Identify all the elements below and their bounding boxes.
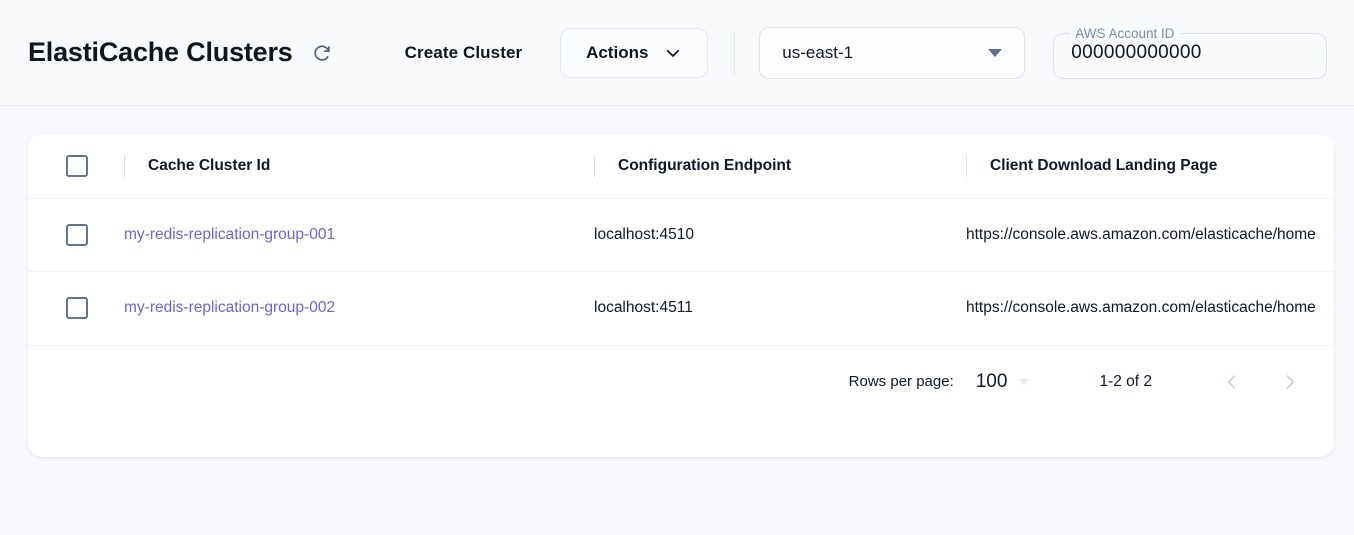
- actions-button[interactable]: Actions: [560, 27, 709, 78]
- cell-landing-page: https://console.aws.amazon.com/elasticac…: [966, 199, 1334, 272]
- table-header-row: Cache Cluster Id Configuration Endpoint …: [28, 134, 1334, 199]
- caret-down-icon: [1019, 378, 1030, 385]
- aws-account-id-input[interactable]: [1053, 26, 1328, 79]
- aws-account-id-field[interactable]: AWS Account ID: [1053, 26, 1328, 79]
- cluster-table-body: my-redis-replication-group-001 localhost…: [28, 198, 1334, 345]
- rows-per-page-select[interactable]: 100: [976, 371, 1030, 393]
- refresh-icon[interactable]: [307, 38, 337, 68]
- refresh-icon-glyph: [313, 44, 330, 61]
- caret-down-icon: [988, 48, 1003, 57]
- previous-page-button[interactable]: [1212, 362, 1252, 402]
- column-header-label: Client Download Landing Page: [990, 157, 1218, 174]
- row-checkbox[interactable]: [66, 297, 88, 320]
- cell-cluster-id: my-redis-replication-group-001: [124, 199, 594, 272]
- column-separator: [124, 155, 125, 177]
- row-select-cell: [28, 199, 124, 272]
- table-row: my-redis-replication-group-001 localhost…: [28, 198, 1334, 272]
- landing-page-value: https://console.aws.amazon.com/elasticac…: [966, 226, 1316, 243]
- configuration-endpoint-value: localhost:4510: [594, 226, 694, 243]
- column-header-cache-cluster-id[interactable]: Cache Cluster Id: [124, 134, 594, 199]
- column-header-configuration-endpoint[interactable]: Configuration Endpoint: [594, 134, 966, 199]
- rows-per-page-label: Rows per page:: [848, 373, 954, 390]
- cell-cluster-id: my-redis-replication-group-002: [124, 272, 594, 345]
- column-header-label: Cache Cluster Id: [148, 157, 271, 174]
- row-select-cell: [28, 272, 124, 345]
- column-separator: [594, 155, 595, 177]
- select-all-checkbox[interactable]: [66, 155, 88, 177]
- landing-page-value: https://console.aws.amazon.com/elasticac…: [966, 299, 1316, 317]
- region-select[interactable]: us-east-1: [759, 26, 1026, 79]
- table-pagination: Rows per page: 100 1-2 of 2: [28, 344, 1334, 418]
- cluster-table-card: Cache Cluster Id Configuration Endpoint …: [28, 134, 1334, 457]
- rows-per-page-value: 100: [975, 370, 1008, 392]
- next-page-button[interactable]: [1270, 362, 1310, 402]
- create-cluster-button[interactable]: Create Cluster: [401, 35, 527, 71]
- column-separator: [966, 155, 967, 177]
- configuration-endpoint-value: localhost:4511: [594, 299, 693, 317]
- column-header-client-download-landing-page[interactable]: Client Download Landing Page: [966, 134, 1334, 199]
- column-header-label: Configuration Endpoint: [618, 157, 792, 174]
- chevron-left-icon: [1227, 374, 1236, 389]
- row-checkbox[interactable]: [66, 224, 88, 246]
- pagination-range-label: 1-2 of 2: [1099, 372, 1152, 390]
- page-title: ElastiCache Clusters: [28, 37, 293, 67]
- app-header: ElastiCache Clusters Create Cluster Acti…: [0, 0, 1354, 106]
- cluster-table: Cache Cluster Id Configuration Endpoint …: [28, 134, 1334, 345]
- cell-landing-page: https://console.aws.amazon.com/elasticac…: [966, 272, 1334, 345]
- cell-configuration-endpoint: localhost:4510: [594, 199, 966, 272]
- table-row: my-redis-replication-group-002 localhost…: [28, 271, 1334, 345]
- region-select-value: us-east-1: [782, 42, 854, 62]
- select-all-header: [28, 134, 124, 199]
- cluster-id-link[interactable]: my-redis-replication-group-001: [124, 226, 336, 243]
- actions-button-label: Actions: [586, 42, 649, 62]
- cell-configuration-endpoint: localhost:4511: [594, 272, 966, 345]
- chevron-down-icon: [664, 44, 682, 62]
- content-area: Cache Cluster Id Configuration Endpoint …: [0, 106, 1354, 485]
- chevron-right-icon: [1286, 374, 1295, 389]
- cluster-id-link[interactable]: my-redis-replication-group-002: [124, 299, 336, 317]
- header-divider: [734, 30, 736, 75]
- cluster-table-head: Cache Cluster Id Configuration Endpoint …: [28, 134, 1334, 199]
